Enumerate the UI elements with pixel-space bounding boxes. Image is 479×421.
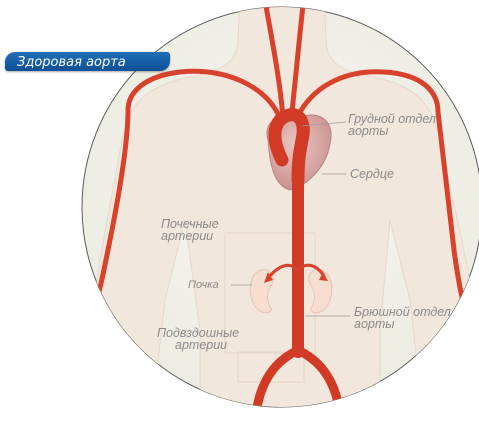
label-abdominal-line2: аорты: [354, 318, 451, 330]
label-thoracic-aorta: Грудной отдел аорты: [348, 113, 436, 137]
label-renal-line2: артерии: [161, 230, 219, 242]
label-iliac-line2: артерии: [157, 339, 239, 351]
label-kidney: Почка: [188, 279, 219, 291]
title-badge: Здоровая аорта: [5, 52, 170, 71]
label-renal-arteries: Почечные артерии: [161, 218, 219, 242]
label-abdominal-aorta: Брюшной отдел аорты: [354, 306, 451, 330]
label-iliac-arteries: Подвздошные артерии: [157, 327, 239, 351]
label-heart: Сердце: [350, 168, 394, 180]
title: Здоровая аорта: [17, 55, 126, 70]
label-thoracic-line2: аорты: [348, 125, 436, 137]
